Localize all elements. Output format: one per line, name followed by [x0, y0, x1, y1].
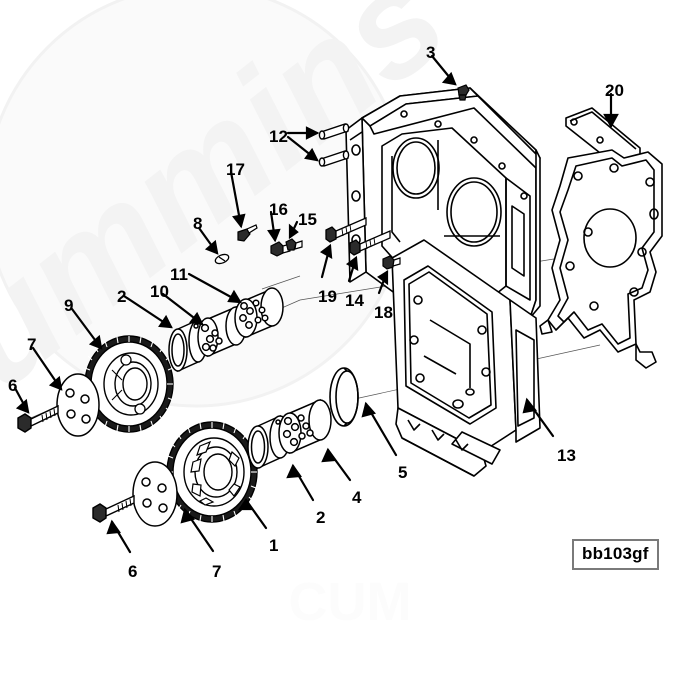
- dowel-small: [214, 253, 230, 265]
- dowel-pins: [318, 123, 350, 167]
- idler-hub-lower: [278, 398, 332, 455]
- callout-12: 12: [269, 127, 288, 146]
- idler-gear: [84, 335, 174, 433]
- callout-2a: 2: [117, 287, 127, 306]
- callout-8: 8: [193, 214, 203, 233]
- capscrew-long: [349, 230, 391, 256]
- callout-7a: 7: [27, 335, 37, 354]
- callout-14: 14: [345, 291, 364, 310]
- capscrew-medium: [325, 217, 367, 243]
- pipe-plug: [237, 224, 258, 242]
- gear-housing-lower: [391, 239, 541, 477]
- callout-4: 4: [352, 488, 362, 507]
- callout-20: 20: [605, 81, 624, 100]
- leader-lines: [13, 54, 619, 554]
- capscrew-upper: [17, 404, 59, 433]
- thrust-plate-lower: [132, 461, 178, 527]
- callout-1: 1: [269, 536, 279, 555]
- seal-ring: [329, 367, 359, 427]
- callout-5: 5: [398, 463, 408, 482]
- idler-hub-upper: [234, 287, 284, 339]
- capscrew-lower: [92, 494, 135, 523]
- capscrew-short: [285, 238, 303, 251]
- camshaft-gear: [166, 421, 258, 523]
- svg-text:CUM: CUM: [289, 572, 412, 632]
- bushing-lower: [247, 414, 291, 470]
- callout-19: 19: [318, 287, 337, 306]
- callout-13: 13: [557, 446, 576, 465]
- callout-9: 9: [64, 296, 74, 315]
- callout-3: 3: [426, 43, 436, 62]
- callout-11: 11: [170, 265, 188, 284]
- diagram-id-box: bb103gf: [572, 539, 659, 570]
- gear-housing-gasket: [539, 107, 663, 369]
- callout-18: 18: [374, 303, 393, 322]
- callout-6b: 6: [128, 562, 138, 581]
- callout-7b: 7: [212, 562, 222, 581]
- callout-6a: 6: [8, 376, 18, 395]
- callout-2b: 2: [316, 508, 326, 527]
- plug: [457, 84, 470, 101]
- callout-17: 17: [226, 160, 245, 179]
- callout-10: 10: [150, 282, 169, 301]
- capscrew-small: [382, 255, 401, 270]
- thrust-plate-upper: [56, 373, 100, 437]
- callout-15: 15: [298, 210, 317, 229]
- callout-16: 16: [269, 200, 288, 219]
